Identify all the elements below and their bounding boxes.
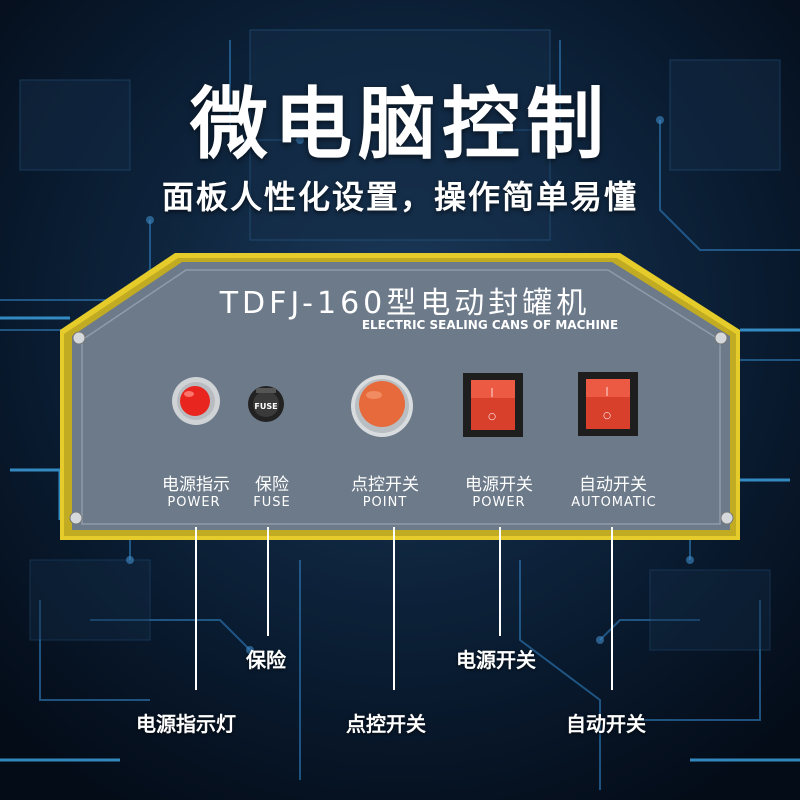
rocker-off-mark-icon: ○ xyxy=(488,412,496,422)
label-automatic-cn: 自动开关 xyxy=(579,475,647,495)
label-power-indicator-en: POWER xyxy=(167,495,221,510)
rocker-on-mark-icon: | xyxy=(490,388,494,398)
power-indicator-lamp xyxy=(172,377,220,425)
headline-title: 微电脑控制 xyxy=(189,80,610,170)
callout-power-switch: 电源开关 xyxy=(456,648,536,672)
point-push-button[interactable] xyxy=(351,375,413,437)
label-power-indicator-cn: 电源指示 xyxy=(162,475,230,495)
label-point-en: POINT xyxy=(362,495,408,510)
label-automatic-en: AUTOMATIC xyxy=(571,495,657,510)
callout-indicator: 电源指示灯 xyxy=(136,712,236,736)
label-point-cn: 点控开关 xyxy=(351,475,419,495)
headline-subtitle: 面板人性化设置，操作简单易懂 xyxy=(161,178,638,216)
callout-auto-switch: 自动开关 xyxy=(566,712,646,736)
power-rocker-switch[interactable] xyxy=(463,373,523,437)
label-fuse-en: FUSE xyxy=(253,495,291,510)
label-fuse-cn: 保险 xyxy=(255,475,289,495)
label-power-switch-en: POWER xyxy=(472,495,526,510)
fuse-holder[interactable] xyxy=(248,386,284,422)
rocker-on-mark-icon: | xyxy=(605,387,609,397)
rocker-off-mark-icon: ○ xyxy=(603,411,611,421)
fuse-cap-text: FUSE xyxy=(254,402,278,411)
model-title: TDFJ-160型电动封罐机 xyxy=(219,286,591,321)
callout-leaders xyxy=(195,527,613,690)
callout-point-switch: 点控开关 xyxy=(346,712,426,736)
model-title-en: ELECTRIC SEALING CANS OF MACHINE xyxy=(361,318,619,332)
label-power-switch-cn: 电源开关 xyxy=(465,475,533,495)
callout-fuse: 保险 xyxy=(246,648,286,672)
screw-icon xyxy=(69,331,734,525)
automatic-rocker-switch[interactable] xyxy=(578,372,638,436)
